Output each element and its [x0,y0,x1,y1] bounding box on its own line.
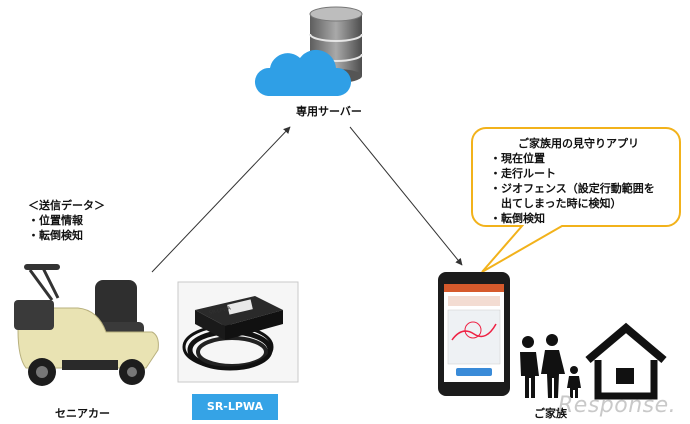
family-app-list: ご家族用の見守りアプリ ・現在位置 ・走行ルート ・ジオフェンス（設定行動範囲を… [490,136,655,226]
family-app-item: 出てしまった時に検知） [490,197,622,210]
send-data-item: ・位置情報 [28,214,83,227]
family-app-item: ・ジオフェンス（設定行動範囲を [490,182,655,195]
family-app-item: ・転倒検知 [490,212,545,225]
senior-car-label: セニアカー [55,407,110,420]
watermark-logo: Response. [558,393,677,418]
smartphone-image [438,272,510,396]
house-icon [585,322,667,400]
arrow-car-to-server [151,126,291,273]
send-data-title: ＜送信データ＞ [28,199,105,212]
family-app-item: ・走行ルート [490,167,556,180]
send-data-list: ＜送信データ＞ ・位置情報 ・転倒検知 [28,198,105,243]
send-data-item: ・転倒検知 [28,229,83,242]
app-speech-bubble [471,127,681,273]
family-label: ご家族 [534,407,567,420]
arrow-server-to-phone [349,126,463,266]
family-app-item: ・現在位置 [490,152,545,165]
senior-car-image [14,264,159,386]
device-label: SR-LPWA [192,394,278,420]
cloud-icon [254,49,352,96]
family-app-title: ご家族用の見守りアプリ [518,137,639,150]
device-photo [177,281,299,383]
family-icon [520,334,581,398]
server-label: 専用サーバー [296,105,362,118]
